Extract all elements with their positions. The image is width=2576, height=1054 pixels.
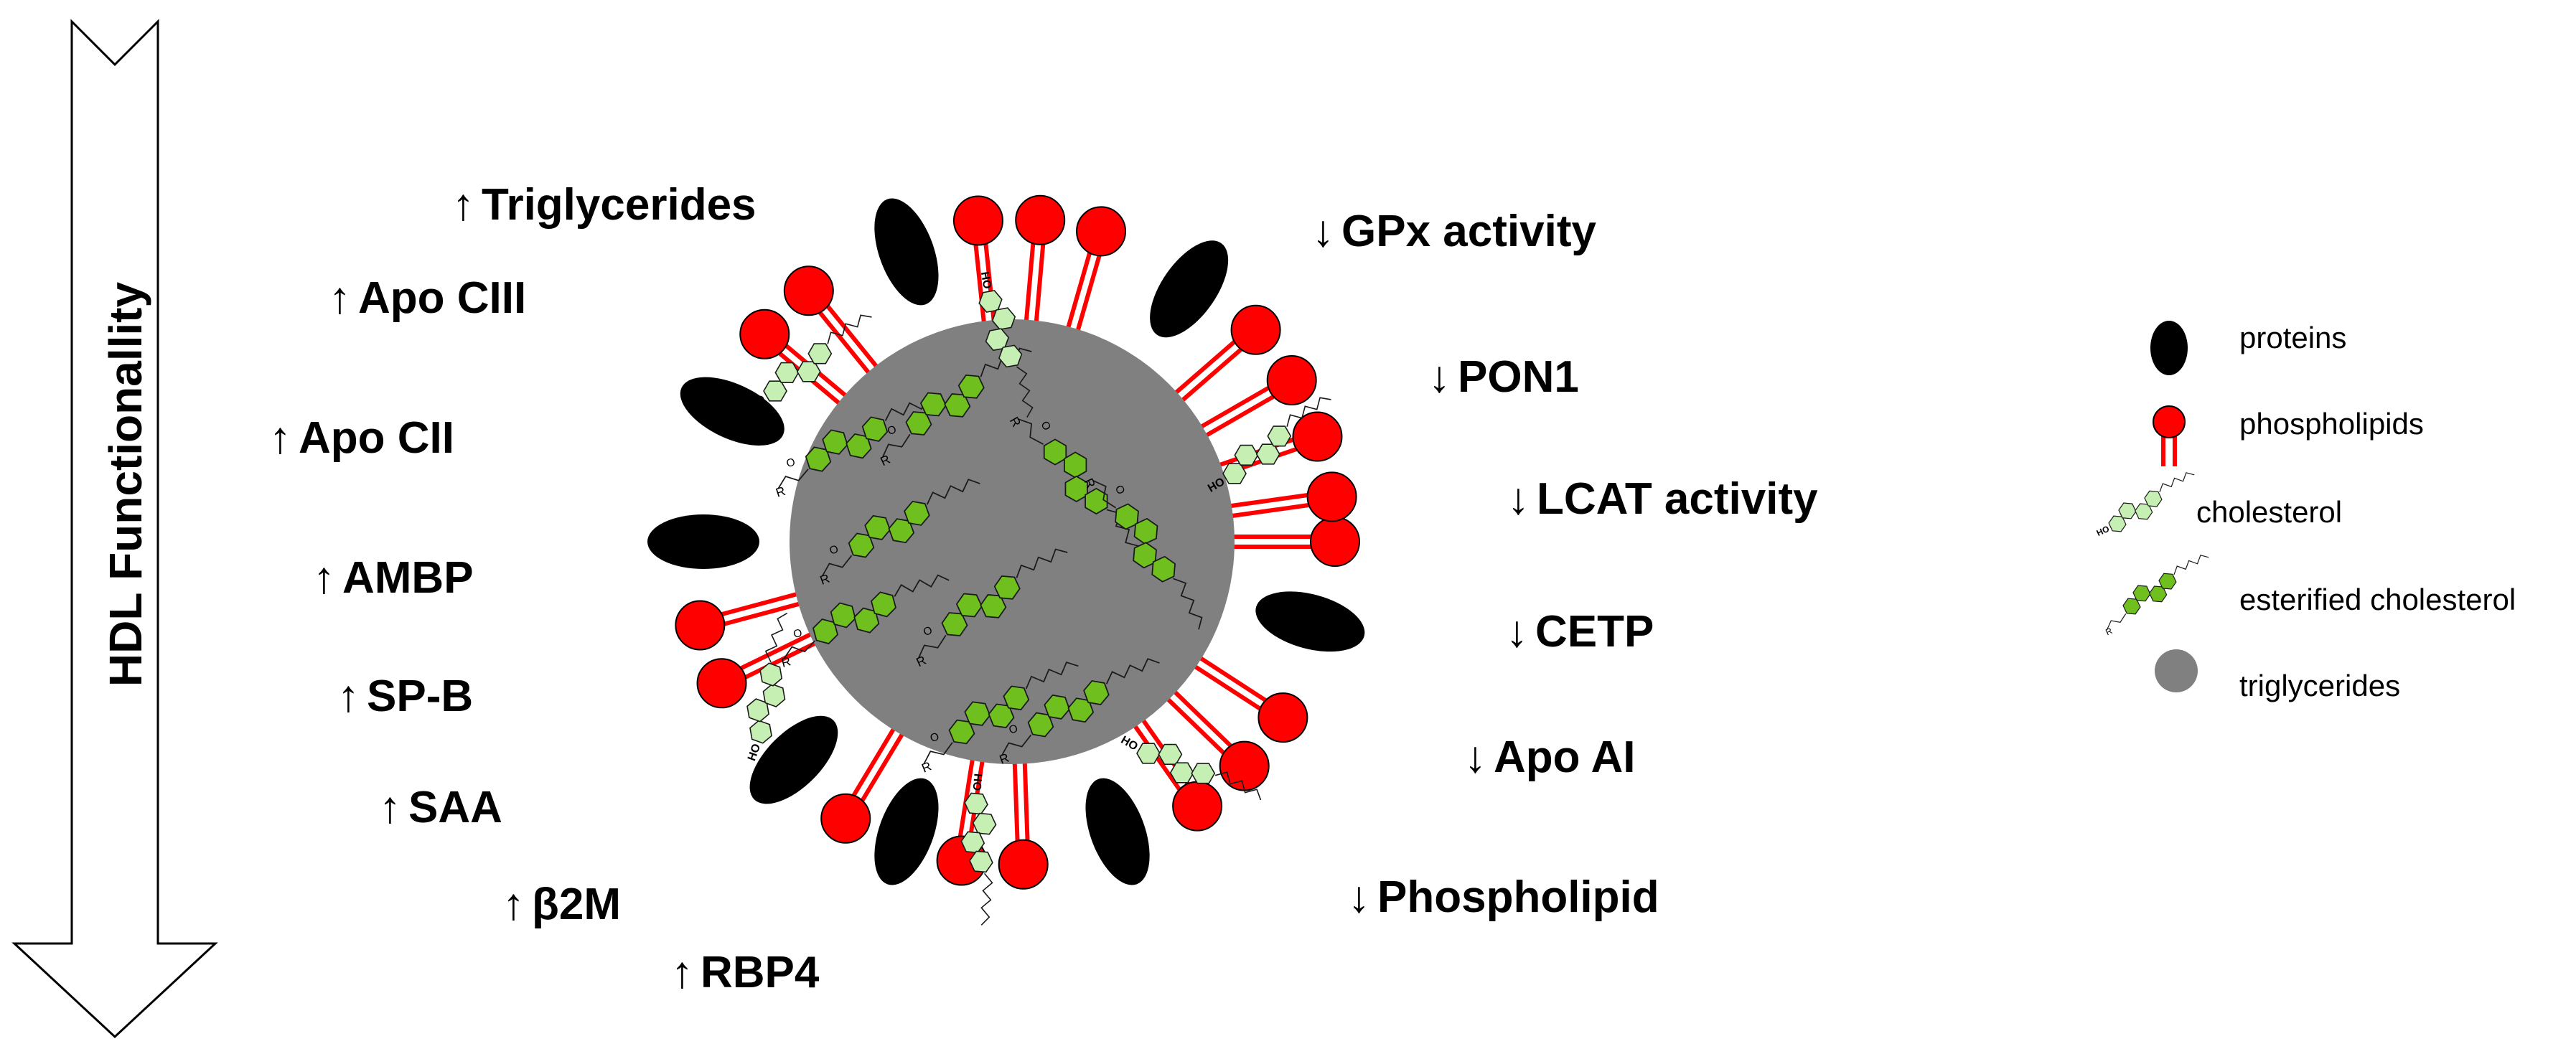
- legend-cholesterol-label: cholesterol: [2196, 495, 2343, 529]
- protein: [680, 377, 784, 446]
- svg-text:R: R: [2104, 626, 2114, 637]
- legend-esterified-label: esterified cholesterol: [2239, 583, 2516, 616]
- protein: [749, 715, 838, 804]
- svg-text:O: O: [784, 456, 797, 470]
- esterified-cholesterol: RO: [998, 658, 1160, 767]
- protein: [874, 198, 939, 306]
- phospholipid-head: [783, 265, 834, 316]
- label-gpx-activity: ↓GPx activity: [1312, 207, 1596, 256]
- triglyceride-core: [790, 319, 1235, 764]
- legend-cholesterol-molecule: HO: [2095, 472, 2195, 538]
- protein: [1150, 240, 1229, 338]
- label-apo-ciii: ↑Apo CIII: [329, 273, 527, 323]
- svg-text:O: O: [828, 543, 840, 557]
- phospholipid-layer: [675, 194, 1360, 890]
- label-ambp: ↑AMBP: [313, 553, 474, 603]
- legend-triglycerides-label: triglycerides: [2239, 669, 2401, 702]
- label-apo-ai: ↓Apo AI: [1464, 733, 1636, 782]
- svg-text:R: R: [779, 654, 792, 670]
- svg-text:HO: HO: [970, 773, 984, 791]
- cholesterol: HO: [960, 773, 997, 926]
- phospholipid-head: [1076, 206, 1127, 257]
- phospholipid-head: [1257, 692, 1308, 743]
- label-apo-cii: ↑Apo CII: [269, 413, 454, 463]
- phospholipid-head: [739, 309, 790, 359]
- cholesterol: HO: [746, 314, 872, 413]
- label-rbp4: ↑RBP4: [671, 948, 820, 997]
- protein: [1085, 778, 1150, 885]
- phospholipid-head: [675, 600, 726, 651]
- svg-text:HO: HO: [978, 270, 993, 290]
- legend-phospholipid-icon: [2153, 405, 2186, 466]
- phospholipid-head: [820, 793, 871, 844]
- phospholipid-head: [952, 195, 1003, 246]
- legend-proteins-label: proteins: [2239, 321, 2347, 354]
- legend-triglyceride-icon: [2155, 649, 2198, 692]
- label-phospholipid: ↓Phospholipid: [1348, 872, 1659, 922]
- legend-cholesterol-icon: HO: [2095, 472, 2195, 538]
- svg-text:HO: HO: [2095, 524, 2111, 538]
- label-b2m: ↑β2M: [502, 880, 621, 929]
- esterified-cholesterol: RO: [774, 396, 940, 500]
- label-sp-b: ↑SP-B: [337, 672, 474, 721]
- esterified-cholesterol: RO: [919, 661, 1079, 776]
- legend-protein-icon: [2150, 321, 2188, 375]
- label-pon1: ↓PON1: [1428, 352, 1579, 402]
- phospholipid-head: [998, 839, 1049, 890]
- label-cetp: ↓CETP: [1506, 607, 1654, 657]
- svg-text:O: O: [792, 627, 804, 641]
- protein: [874, 778, 939, 885]
- cholesterol: HO: [978, 270, 1034, 418]
- label-triglycerides: ↑Triglycerides: [452, 180, 757, 230]
- phospholipid-head: [1266, 355, 1317, 405]
- protein: [1255, 591, 1365, 652]
- phospholipid-head: [1292, 411, 1343, 462]
- legend-esterified-molecule: R: [2104, 555, 2209, 637]
- esterified-cholesterol: RO: [779, 574, 950, 670]
- protein: [647, 514, 759, 569]
- svg-text:O: O: [1007, 723, 1019, 737]
- phospholipid-head: [696, 658, 747, 709]
- svg-text:R: R: [774, 484, 787, 500]
- legend-esterified-cholesterol-icon: R: [2104, 555, 2209, 637]
- legend-phospholipids-label: phospholipids: [2239, 407, 2424, 441]
- phospholipid-head: [1306, 471, 1357, 522]
- esterified-cholesterol: RO: [914, 548, 1068, 669]
- label-lcat-activity: ↓LCAT activity: [1507, 474, 1818, 524]
- label-saa: ↑SAA: [379, 783, 502, 832]
- phospholipid-head: [1230, 304, 1281, 355]
- cholesterol: HO: [1206, 397, 1331, 495]
- svg-text:O: O: [929, 730, 941, 745]
- phospholipid-head: [1015, 194, 1066, 245]
